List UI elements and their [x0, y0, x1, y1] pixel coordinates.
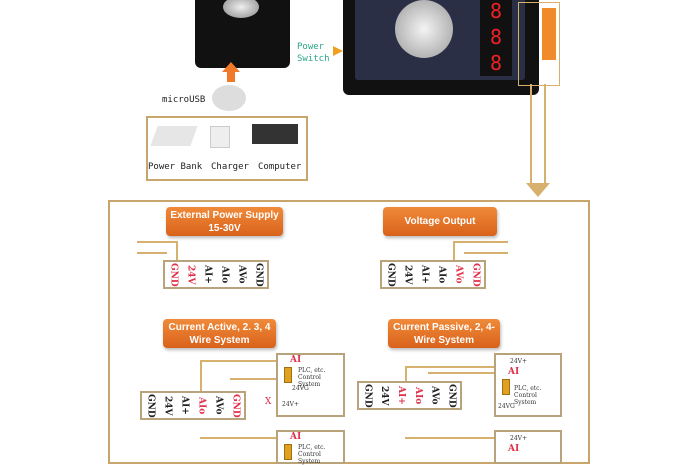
plc-ai: AI [508, 444, 520, 454]
term-aio: AIo [436, 265, 447, 284]
term-gnd: GND [168, 262, 179, 287]
term-ai-plus: AI+ [179, 396, 190, 415]
plc-label: PLC, etc. Control System [514, 385, 542, 406]
source-power-bank: Power Bank [148, 162, 203, 172]
resistor-icon [284, 444, 292, 460]
power-switch-label: Power Switch [297, 42, 330, 64]
terminal-connector [542, 8, 556, 60]
terminal-block-voltage: GND 24V AI+ AIo AVo GND [380, 260, 486, 289]
charger-icon [210, 126, 230, 148]
term-gnd: GND [362, 383, 373, 408]
plc-box-active-2: AI PLC, etc. Control System [276, 430, 345, 465]
terminal-block-external: GND 24V AI+ AIo AVo GND [163, 260, 269, 289]
term-ai-plus: AI+ [202, 265, 213, 284]
plc-24v: 24V+ [510, 435, 527, 442]
plc-box-active: AI PLC, etc. Control System 24VG 24V+ [276, 353, 345, 417]
term-gnd2: GND [253, 262, 264, 287]
knob [395, 0, 453, 58]
term-24v: 24V [185, 264, 196, 285]
up-arrow-icon [222, 62, 240, 72]
plc-ai: AI [290, 432, 302, 442]
badge-voltage-output: Voltage Output [383, 207, 497, 236]
resistor-icon [284, 367, 292, 383]
plc-24vg: 24VG [498, 403, 515, 410]
term-gnd: GND [385, 262, 396, 287]
term-24v: 24V [162, 395, 173, 416]
microusb-label: microUSB [162, 95, 206, 105]
term-gnd2: GND [446, 383, 457, 408]
term-avo: AVo [429, 386, 440, 405]
source-charger: Charger [211, 162, 249, 172]
term-gnd: GND [145, 393, 156, 418]
badge-current-active: Current Active, 2. 3, 4 Wire System [163, 319, 276, 348]
term-24v: 24V [402, 264, 413, 285]
plc-24v: 24V+ [510, 358, 527, 365]
term-aio: AIo [196, 396, 207, 415]
term-avo: AVo [236, 265, 247, 284]
power-bank-icon [150, 126, 198, 146]
plc-box-passive: 24V+ AI PLC, etc. Control System 24VG [494, 353, 562, 417]
terminal-block-passive: GND 24V AI+ AIo AVo GND [357, 381, 462, 410]
term-gnd2: GND [470, 262, 481, 287]
term-aio: AIo [412, 386, 423, 405]
term-ai-plus: AI+ [396, 386, 407, 405]
down-arrow-icon [526, 183, 550, 197]
plc-box-passive-2: 24V+ AI [494, 430, 562, 464]
term-aio: AIo [219, 265, 230, 284]
plc-ai: AI [508, 367, 520, 377]
computer-icon [252, 124, 298, 144]
term-24v: 24V [379, 385, 390, 406]
badge-current-passive: Current Passive, 2, 4-Wire System [388, 319, 500, 348]
term-ai-plus: AI+ [419, 265, 430, 284]
term-avo: AVo [453, 265, 464, 284]
small-signal-generator [195, 0, 290, 68]
term-avo: AVo [213, 396, 224, 415]
resistor-icon [502, 379, 510, 395]
term-gnd2: GND [230, 393, 241, 418]
microusb-cable-icon [212, 85, 246, 111]
source-computer: Computer [258, 162, 302, 172]
plc-ai: AI [290, 355, 302, 365]
plc-label: PLC, etc. Control System [298, 444, 326, 465]
arrow-right-icon [333, 46, 343, 56]
knob [223, 0, 259, 18]
plc-24vg: 24VG [292, 385, 309, 392]
plc-24v: 24V+ [282, 401, 299, 408]
terminal-block-active: GND 24V AI+ AIo AVo GND [140, 391, 246, 420]
x-mark: X [265, 397, 272, 407]
plc-label: PLC, etc. Control System [298, 367, 326, 388]
power-source-box: Power Bank Charger Computer [146, 116, 308, 181]
badge-external-power: External Power Supply 15-30V [166, 207, 283, 236]
